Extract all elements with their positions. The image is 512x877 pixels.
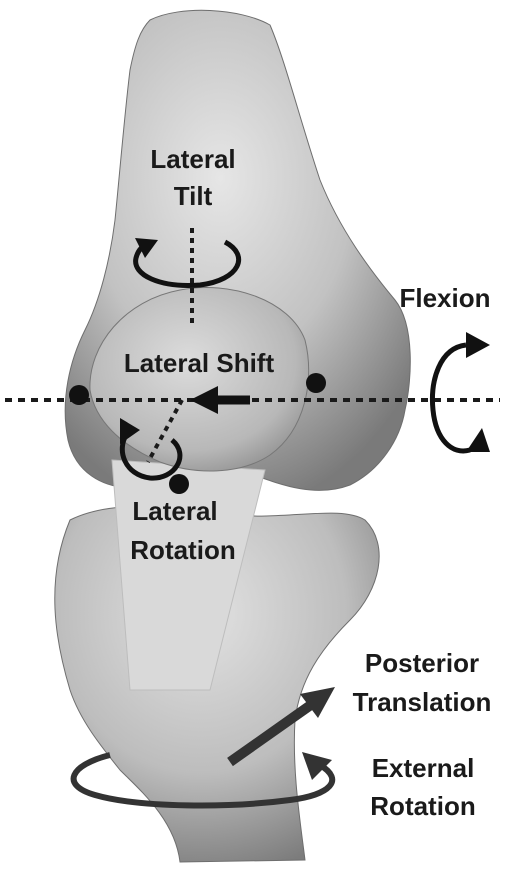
external-rotation-arrowhead (302, 752, 332, 780)
external-rotation-arrow (70, 752, 336, 809)
patella (89, 286, 310, 472)
label-flexion: Flexion (399, 283, 490, 313)
flexion-arrowhead-bottom (466, 428, 490, 452)
label-posterior-translation-2: Translation (353, 687, 492, 717)
flexion-arrow (429, 342, 471, 454)
lateral-tilt-arrow (133, 239, 242, 288)
lateral-rotation-arrowhead (120, 418, 140, 444)
lateral-tilt-arrowhead (135, 238, 158, 258)
lateral-shift-arrowhead (190, 386, 218, 414)
label-external-rotation-2: Rotation (370, 791, 475, 821)
marker-dot-left (69, 385, 89, 405)
label-external-rotation-1: External (372, 753, 475, 783)
marker-dot-right (306, 373, 326, 393)
label-lateral-shift: Lateral Shift (124, 348, 275, 378)
flexion-arrowhead-top (466, 332, 490, 358)
posterior-translation-arrow (227, 697, 318, 767)
rotation-axis (146, 399, 184, 463)
marker-dot-bottom (169, 474, 189, 494)
label-lateral-tilt-1: Lateral (150, 144, 235, 174)
label-lateral-rotation-2: Rotation (130, 535, 235, 565)
label-lateral-rotation-1: Lateral (132, 496, 217, 526)
posterior-translation-arrowhead (300, 687, 335, 718)
label-posterior-translation-1: Posterior (365, 648, 479, 678)
label-lateral-tilt-2: Tilt (174, 181, 213, 211)
lateral-rotation-arrow (119, 430, 183, 481)
